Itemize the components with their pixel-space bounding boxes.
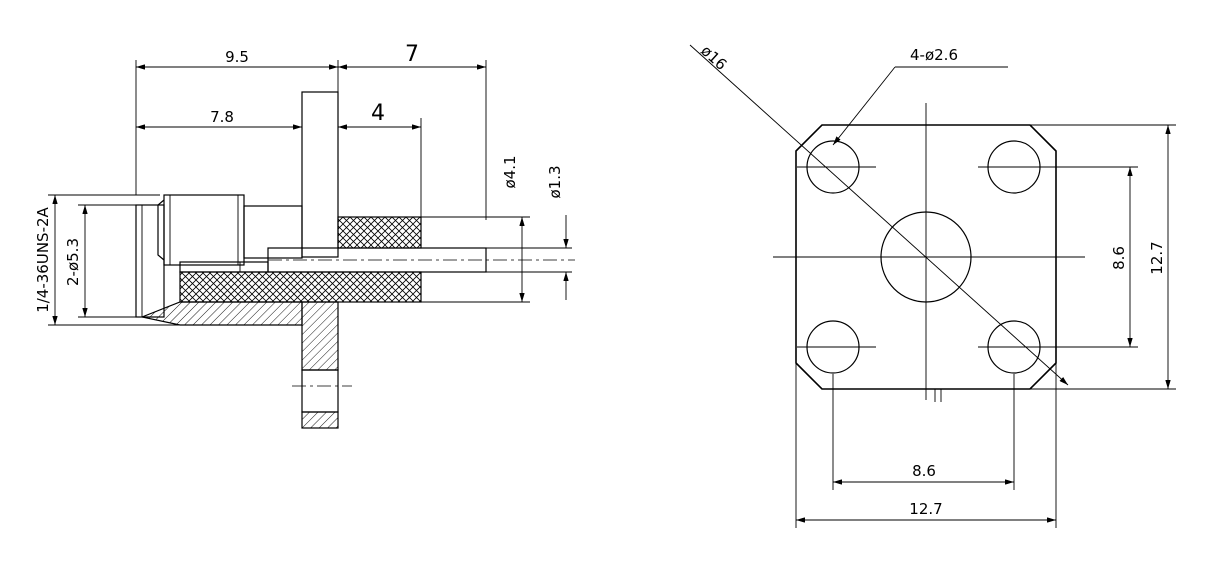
dim-text-hole-label: 4-ø2.6 bbox=[910, 46, 958, 64]
center-bore bbox=[880, 211, 972, 303]
dim-text-9-5: 9.5 bbox=[225, 48, 249, 66]
flange-leg-bottom bbox=[301, 411, 339, 429]
dim-text-dia-1-3: ø1.3 bbox=[546, 165, 564, 198]
side-view: 9.5 7 7.8 4 bbox=[34, 42, 575, 429]
flange-plate bbox=[301, 91, 339, 258]
dim-text-4: 4 bbox=[371, 101, 385, 126]
dielectric-lower bbox=[179, 271, 422, 303]
thread-section bbox=[135, 204, 165, 318]
connector-body bbox=[243, 205, 303, 259]
leader-hole-label bbox=[832, 66, 896, 146]
dim-text-thread: 1/4-36UNS-2A bbox=[34, 206, 52, 312]
flange-leg-section bbox=[301, 301, 339, 371]
dim-text-7-8: 7.8 bbox=[210, 108, 234, 126]
coupling-nut bbox=[163, 194, 245, 266]
dim-text-dia-4-1: ø4.1 bbox=[501, 155, 519, 188]
dim-text-8-6-v: 8.6 bbox=[1110, 246, 1128, 270]
nut-chamfer bbox=[157, 199, 165, 261]
flange-leg-mid bbox=[301, 369, 339, 413]
housing-lower bbox=[139, 301, 303, 326]
dim-text-7: 7 bbox=[405, 42, 419, 67]
leader-dia-16 bbox=[689, 44, 1069, 386]
front-view: ø16 4-ø2.6 8.6 12.7 8.6 12.7 bbox=[689, 42, 1176, 528]
dim-text-8-6-h: 8.6 bbox=[912, 462, 936, 480]
dim-text-dia-16: ø16 bbox=[697, 42, 730, 74]
dim-text-12-7-h: 12.7 bbox=[909, 500, 942, 518]
dielectric-upper bbox=[337, 216, 422, 249]
pin-socket bbox=[179, 261, 269, 273]
dim-text-2-dia-5-3: 2-ø5.3 bbox=[64, 238, 82, 286]
dim-text-12-7-v: 12.7 bbox=[1148, 241, 1166, 274]
